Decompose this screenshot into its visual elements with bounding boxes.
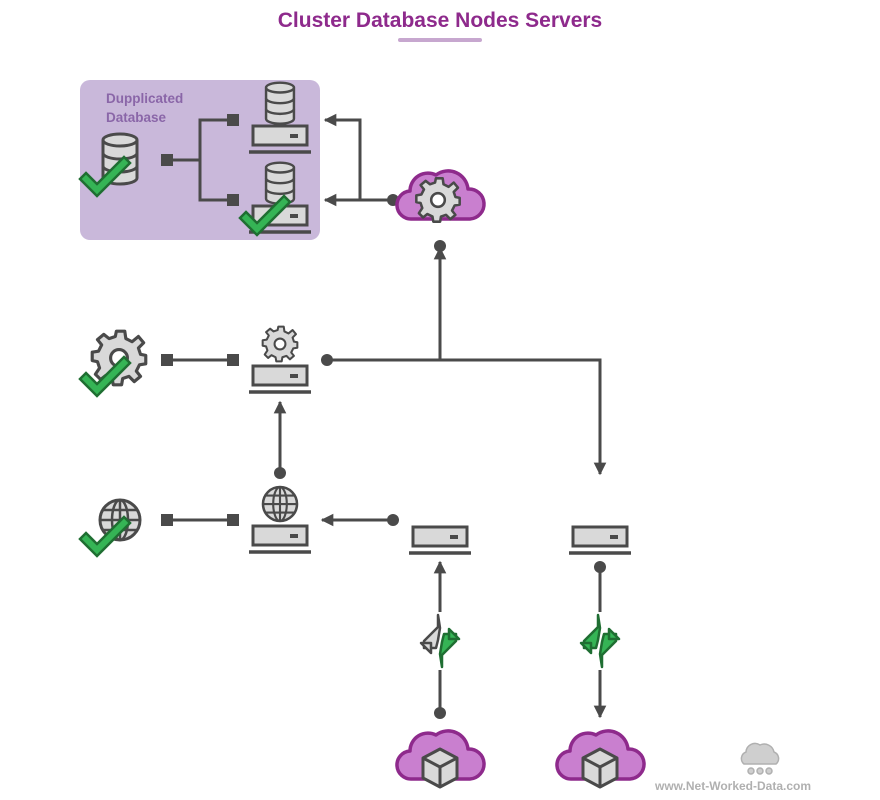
title-underline bbox=[398, 38, 482, 42]
cube-icon bbox=[581, 747, 619, 789]
globe-icon bbox=[261, 485, 299, 523]
logo-icon bbox=[740, 742, 780, 775]
connector-dot bbox=[594, 561, 606, 573]
database-icon bbox=[264, 161, 296, 205]
connector-node bbox=[227, 194, 239, 206]
diagram-title: Cluster Database Nodes Servers bbox=[277, 9, 603, 32]
connector-node bbox=[161, 354, 173, 366]
connector-node bbox=[227, 514, 239, 526]
gear-icon bbox=[261, 325, 299, 363]
connector-node bbox=[227, 114, 239, 126]
group-label-line2: Database bbox=[106, 110, 167, 125]
connector-node bbox=[161, 154, 173, 166]
cloud-to-db-connectors bbox=[323, 113, 393, 207]
gear-icon bbox=[415, 177, 461, 223]
connector-dot bbox=[434, 707, 446, 719]
database-icon bbox=[264, 81, 296, 125]
transfer-arrows-icon bbox=[419, 612, 461, 670]
transfer-arrows-icon bbox=[579, 612, 621, 670]
connector-node bbox=[161, 514, 173, 526]
group-label-line1: Dupplicated bbox=[106, 91, 184, 106]
gear-server-connectors bbox=[327, 246, 607, 476]
gear-icon bbox=[90, 329, 148, 387]
watermark-text: www.Net-Worked-Data.com bbox=[655, 779, 812, 793]
connector-node bbox=[227, 354, 239, 366]
connector-dot bbox=[321, 354, 333, 366]
connector-dot bbox=[387, 514, 399, 526]
server-icon[interactable] bbox=[407, 525, 473, 555]
duplicated-database-label: Dupplicated Database bbox=[106, 89, 226, 127]
server-icon[interactable] bbox=[247, 524, 313, 554]
server-icon[interactable] bbox=[247, 364, 313, 394]
server-icon[interactable] bbox=[567, 525, 633, 555]
cube-icon bbox=[421, 747, 459, 789]
connector-dot bbox=[274, 467, 286, 479]
